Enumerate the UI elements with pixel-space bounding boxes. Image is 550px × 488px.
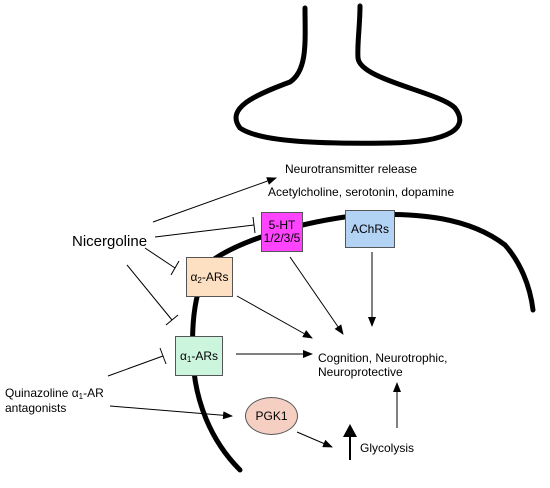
arrow-pgk1-glycolysis [296,431,333,448]
pgk1-label: PGK1 [255,409,288,423]
quinazoline-suffix: -AR [83,386,104,400]
neurotransmitter-release-label: Neurotransmitter release [285,162,418,176]
quinazoline-prefix: Quinazoline [5,386,72,400]
ht5-line1: 5-HT [268,218,296,232]
outcome-label-line2: Neuroprotective [318,365,403,379]
a1-suffix: -ARs [191,348,219,363]
pgk1-node: PGK1 [245,397,298,435]
a1-receptor-box: α1-ARs [175,336,223,376]
a2-sub: 2 [197,275,202,285]
inhibit-a1 [126,264,179,326]
glycolysis-label: Glycolysis [360,441,415,455]
quinazoline-alpha: α [71,386,79,400]
inhibit-5ht [154,216,256,238]
arrow-a2-outcome [236,295,313,339]
presynaptic-terminal [233,3,463,146]
quinazoline-label: Quinazoline α1-AR [5,386,104,401]
a2-suffix: -ARs [201,269,229,284]
arrow-to-release [152,177,277,223]
inhibit-quinazoline-a1 [107,347,167,377]
transmitters-label: Acetylcholine, serotonin, dopamine [268,185,455,199]
nicergoline-label: Nicergoline [72,233,148,250]
achrs-receptor-box: AChRs [345,210,395,248]
a2-label: α2-ARs [190,269,229,285]
glycolysis-up-arrow [343,424,357,460]
quinazoline-sub: 1 [78,392,84,401]
arrow-quinazoline-pgk1 [109,405,233,420]
outcome-label-line1: Cognition, Neurotrophic, [318,351,448,365]
postsynaptic-membrane [190,211,536,473]
inhibit-a2 [144,247,180,276]
ht5-line2: 1/2/3/5 [263,231,301,245]
achrs-label: AChRs [350,221,389,236]
a1-sub: 1 [186,354,192,364]
a1-label: α1-ARs [179,348,219,364]
ht5-receptor-box: 5-HT 1/2/3/5 [261,212,303,252]
a1-alpha: α [179,348,187,363]
arrow-5ht-outcome [289,256,344,335]
a2-receptor-box: α2-ARs [186,257,233,297]
a2-alpha: α [190,269,198,284]
antagonists-label: antagonists [5,401,67,415]
